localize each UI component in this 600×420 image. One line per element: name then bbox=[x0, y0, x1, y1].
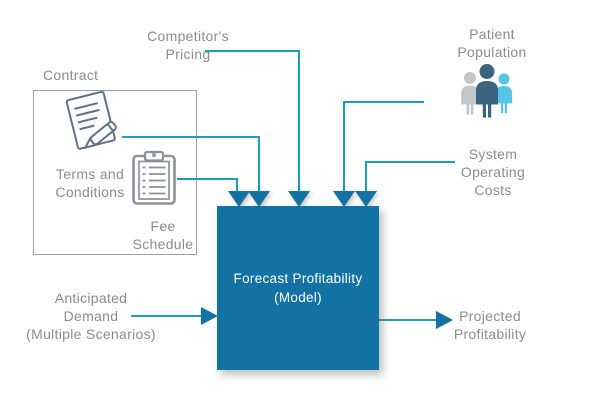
projected-profitability-label: Projected Profitability bbox=[453, 308, 527, 342]
model-box-title-line2: (Model) bbox=[274, 290, 322, 305]
connector-patient-population-vertical bbox=[343, 101, 345, 192]
clipboard-icon bbox=[132, 150, 176, 205]
contract-group-label: Contract bbox=[43, 67, 99, 83]
contract-group-box bbox=[33, 90, 197, 255]
connector-system-costs-vertical bbox=[365, 161, 367, 192]
connector-patient-population-horizontal bbox=[343, 101, 424, 103]
model-box-title-line1: Forecast Profitability bbox=[233, 271, 363, 286]
connector-competitors-pricing-horizontal bbox=[205, 50, 300, 52]
connector-fee-schedule-vertical bbox=[236, 178, 238, 192]
connector-system-costs-horizontal bbox=[365, 161, 455, 163]
connector-projected-profitability bbox=[379, 319, 437, 321]
arrowhead-fee-schedule-icon bbox=[228, 191, 250, 207]
system-operating-costs-label: System Operating Costs bbox=[460, 146, 526, 198]
people-icon bbox=[461, 64, 513, 118]
connector-competitors-pricing-vertical bbox=[298, 50, 300, 192]
signed-document-icon bbox=[65, 90, 117, 150]
arrowhead-competitors-pricing-icon bbox=[288, 191, 310, 207]
arrowhead-anticipated-demand-icon bbox=[201, 307, 218, 325]
forecast-profitability-model-box: Forecast Profitability (Model) bbox=[217, 206, 379, 370]
anticipated-demand-label: Anticipated Demand (Multiple Scenarios) bbox=[26, 290, 156, 342]
terms-and-conditions-label: Terms and Conditions bbox=[55, 166, 125, 200]
connector-terms-vertical bbox=[258, 136, 260, 192]
connector-terms-horizontal bbox=[122, 136, 260, 138]
fee-schedule-label: Fee Schedule bbox=[132, 218, 194, 252]
arrowhead-projected-profitability-icon bbox=[436, 311, 453, 329]
competitors-pricing-label: Competitor's Pricing bbox=[147, 28, 229, 62]
arrowhead-system-costs-icon bbox=[355, 191, 377, 207]
connector-anticipated-demand bbox=[131, 315, 202, 317]
arrowhead-patient-population-icon bbox=[333, 191, 355, 207]
patient-population-label: Patient Population bbox=[457, 26, 527, 60]
arrowhead-terms-icon bbox=[248, 191, 270, 207]
connector-fee-schedule-horizontal bbox=[177, 178, 238, 180]
